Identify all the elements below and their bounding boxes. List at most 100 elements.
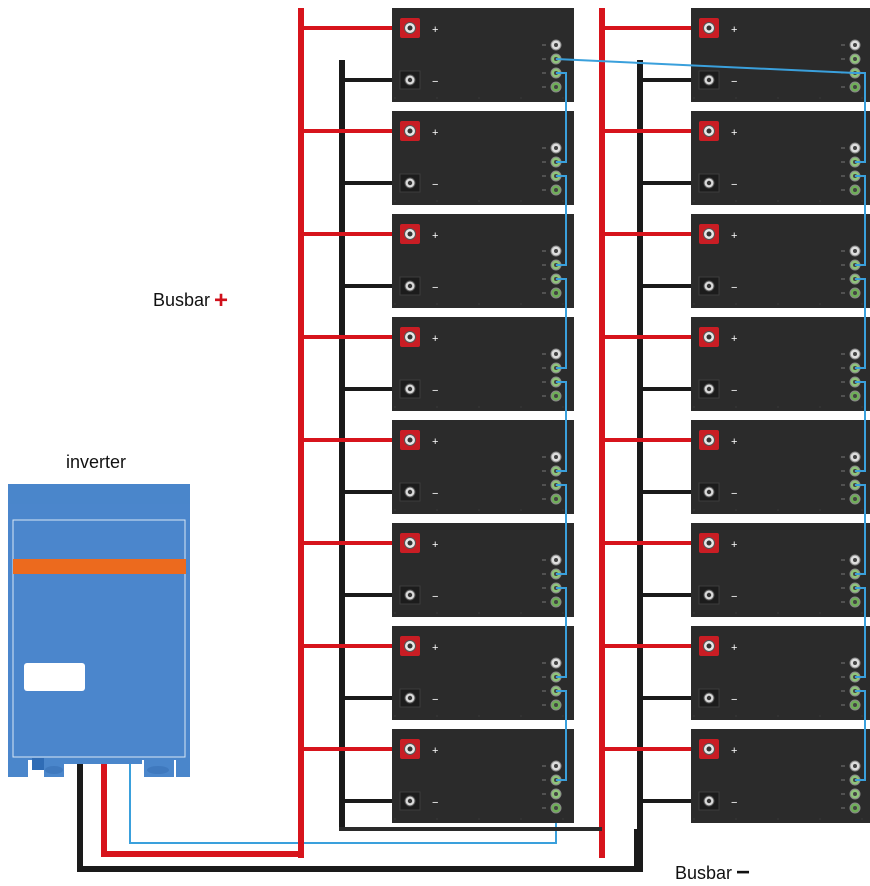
comm-port-center: [853, 703, 857, 707]
plus-label: +: [731, 127, 737, 139]
minus-label: −: [731, 179, 737, 191]
communication-chain: [555, 58, 866, 781]
terminal-bolt-center: [706, 180, 712, 186]
comm-port-center: [554, 806, 558, 810]
comm-link: [855, 278, 866, 369]
plus-label: +: [432, 230, 438, 242]
battery-module: +−: [691, 729, 870, 823]
comm-port-center: [554, 764, 558, 768]
comm-link: [855, 484, 866, 575]
terminal-bolt-center: [407, 746, 413, 752]
comm-link: [556, 587, 567, 678]
terminal-bolt-center: [706, 283, 712, 289]
plus-label: +: [731, 539, 737, 551]
minus-label: −: [432, 385, 438, 397]
minus-label: −: [731, 694, 737, 706]
comm-port-center: [853, 249, 857, 253]
plus-label: +: [731, 230, 737, 242]
comm-port-center: [853, 394, 857, 398]
battery-body: [392, 8, 574, 102]
minus-label: −: [731, 282, 737, 294]
terminal-bolt-center: [706, 695, 712, 701]
comm-port-center: [554, 188, 558, 192]
comm-port-center: [853, 806, 857, 810]
battery-module: +−: [392, 8, 574, 102]
terminal-bolt-center: [407, 798, 413, 804]
battery-body: [392, 317, 574, 411]
minus-label: −: [432, 797, 438, 809]
cable-gland: [45, 766, 63, 774]
minus-sign: −: [736, 859, 751, 886]
battery-module: +−: [691, 317, 870, 411]
plus-sign: +: [214, 287, 229, 314]
plus-label: +: [432, 436, 438, 448]
comm-port-center: [554, 497, 558, 501]
cable-gland: [32, 758, 44, 770]
plus-label: +: [731, 745, 737, 757]
comm-link: [855, 381, 866, 472]
battery-module: +−: [392, 317, 574, 411]
positive-cable: [101, 758, 301, 857]
inverter-display: [24, 663, 85, 691]
battery-module: +−: [392, 214, 574, 308]
battery-module: +−: [392, 626, 574, 720]
terminal-bolt-center: [706, 540, 712, 546]
plus-label: +: [731, 24, 737, 36]
terminal-bolt-center: [706, 25, 712, 31]
terminal-bolt-center: [407, 25, 413, 31]
comm-link: [855, 587, 866, 678]
battery-module: +−: [392, 111, 574, 205]
terminal-bolt-center: [706, 489, 712, 495]
comm-port-center: [853, 661, 857, 665]
plus-label: +: [432, 333, 438, 345]
terminal-bolt-center: [706, 386, 712, 392]
battery-body: [392, 729, 574, 823]
battery-module: +−: [392, 523, 574, 617]
comm-port-center: [853, 600, 857, 604]
battery-body: [392, 111, 574, 205]
battery-body: [392, 626, 574, 720]
battery-module: +−: [392, 420, 574, 514]
terminal-bolt-center: [407, 128, 413, 134]
terminal-bolt-center: [706, 592, 712, 598]
comm-port-center: [853, 43, 857, 47]
cable-gland: [147, 766, 169, 774]
comm-port-center: [554, 291, 558, 295]
comm-port-center: [554, 146, 558, 150]
minus-label: −: [432, 76, 438, 88]
communication-main-cable: [129, 760, 557, 844]
inverter-label: inverter: [66, 452, 127, 472]
battery-body: [392, 214, 574, 308]
terminal-bolt-center: [706, 231, 712, 237]
comm-port-center: [554, 792, 558, 796]
terminal-bolt-center: [407, 180, 413, 186]
plus-label: +: [432, 127, 438, 139]
terminal-bolt-center: [706, 798, 712, 804]
battery-body: [691, 214, 870, 308]
busbar-negative-label: Busbar−: [675, 859, 751, 886]
comm-port-center: [853, 188, 857, 192]
battery-module: +−: [691, 626, 870, 720]
battery-module: +−: [691, 523, 870, 617]
plus-label: +: [731, 436, 737, 448]
terminal-bolt-center: [407, 437, 413, 443]
battery-body: [691, 626, 870, 720]
inverter-panel: [12, 519, 186, 758]
comm-link: [556, 484, 567, 575]
comm-link: [556, 175, 567, 266]
battery-body: [691, 420, 870, 514]
comm-port-center: [853, 455, 857, 459]
plus-label: +: [432, 24, 438, 36]
plus-label: +: [731, 333, 737, 345]
battery-body: [691, 523, 870, 617]
battery-body: [691, 111, 870, 205]
terminal-bolt-center: [407, 283, 413, 289]
minus-label: −: [432, 179, 438, 191]
comm-port-center: [853, 792, 857, 796]
comm-port-center: [554, 455, 558, 459]
battery-module: +−: [691, 111, 870, 205]
comm-port-center: [554, 558, 558, 562]
battery-module: +−: [691, 420, 870, 514]
terminal-bolt-center: [407, 592, 413, 598]
